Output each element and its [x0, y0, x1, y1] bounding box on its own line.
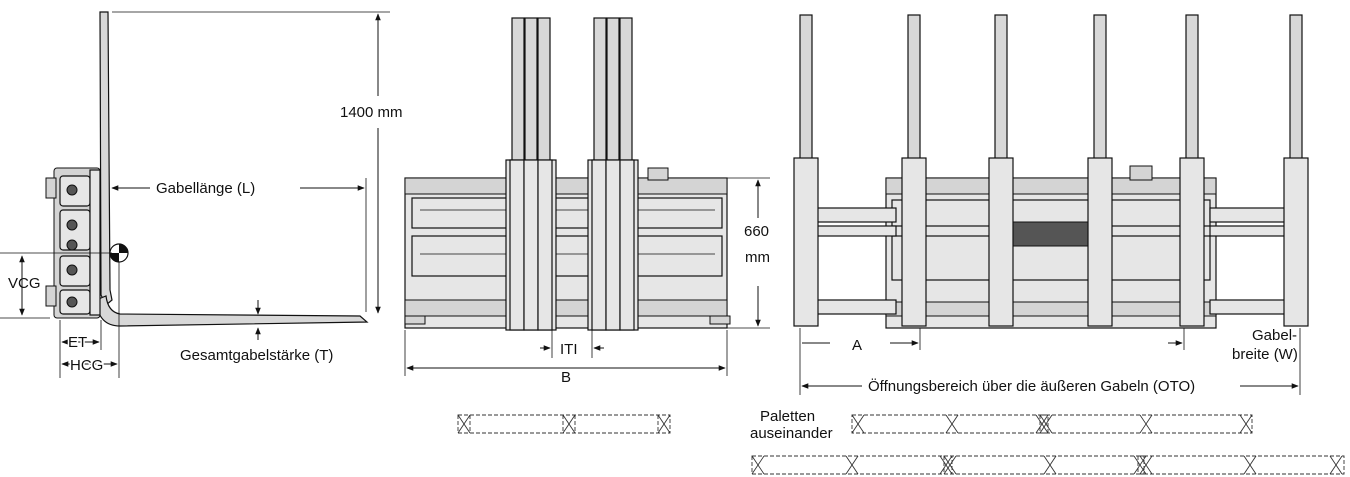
- fork-width-label-2: breite (W): [1232, 346, 1298, 363]
- pallet-row-closed: [457, 414, 671, 434]
- front-view-closed: 660 mm ITI B: [404, 17, 770, 388]
- fork-open-6: [1283, 14, 1309, 327]
- height-660-unit: mm: [745, 249, 770, 266]
- front-view-open: A Gabel- breite (W) Öffnungsbereich über…: [793, 14, 1309, 395]
- pallet-row-open-1: [851, 414, 1253, 434]
- carriage-side: [45, 167, 101, 319]
- et-label: ET: [68, 334, 87, 351]
- fork-length-label: Gabellänge (L): [156, 180, 255, 197]
- iti-label: ITI: [560, 341, 578, 358]
- pallet-row-open-2: [751, 455, 1345, 475]
- fork-blade: [95, 295, 369, 327]
- side-view: VCG ET HCG Gabellänge (L) 1400 mm Gesamt…: [0, 11, 403, 378]
- height-1400-label: 1400 mm: [340, 104, 403, 121]
- fork-shank: [99, 11, 113, 306]
- fork-group-right: [587, 17, 639, 331]
- fork-open-5: [1179, 14, 1205, 327]
- pallets-label-1: Paletten: [760, 408, 815, 425]
- fork-open-4: [1087, 14, 1113, 327]
- height-660-label: 660: [744, 223, 769, 240]
- a-label: A: [852, 337, 862, 354]
- pallets-label-2: auseinander: [750, 425, 833, 442]
- fork-open-2: [901, 14, 927, 327]
- fork-width-label-1: Gabel-: [1252, 327, 1297, 344]
- cylinder: [1009, 221, 1091, 247]
- fork-open-1: [793, 14, 819, 327]
- pallets: Paletten auseinander: [457, 408, 1345, 475]
- b-label: B: [561, 369, 571, 386]
- vcg-label: VCG: [8, 275, 41, 292]
- fork-open-3: [988, 14, 1014, 327]
- oto-label: Öffnungsbereich über die äußeren Gabeln …: [868, 377, 1195, 395]
- center-of-gravity-icon: [109, 243, 129, 263]
- fork-group-left: [505, 17, 557, 331]
- hcg-label: HCG: [70, 357, 103, 374]
- thickness-label: Gesamtgabelstärke (T): [180, 347, 333, 364]
